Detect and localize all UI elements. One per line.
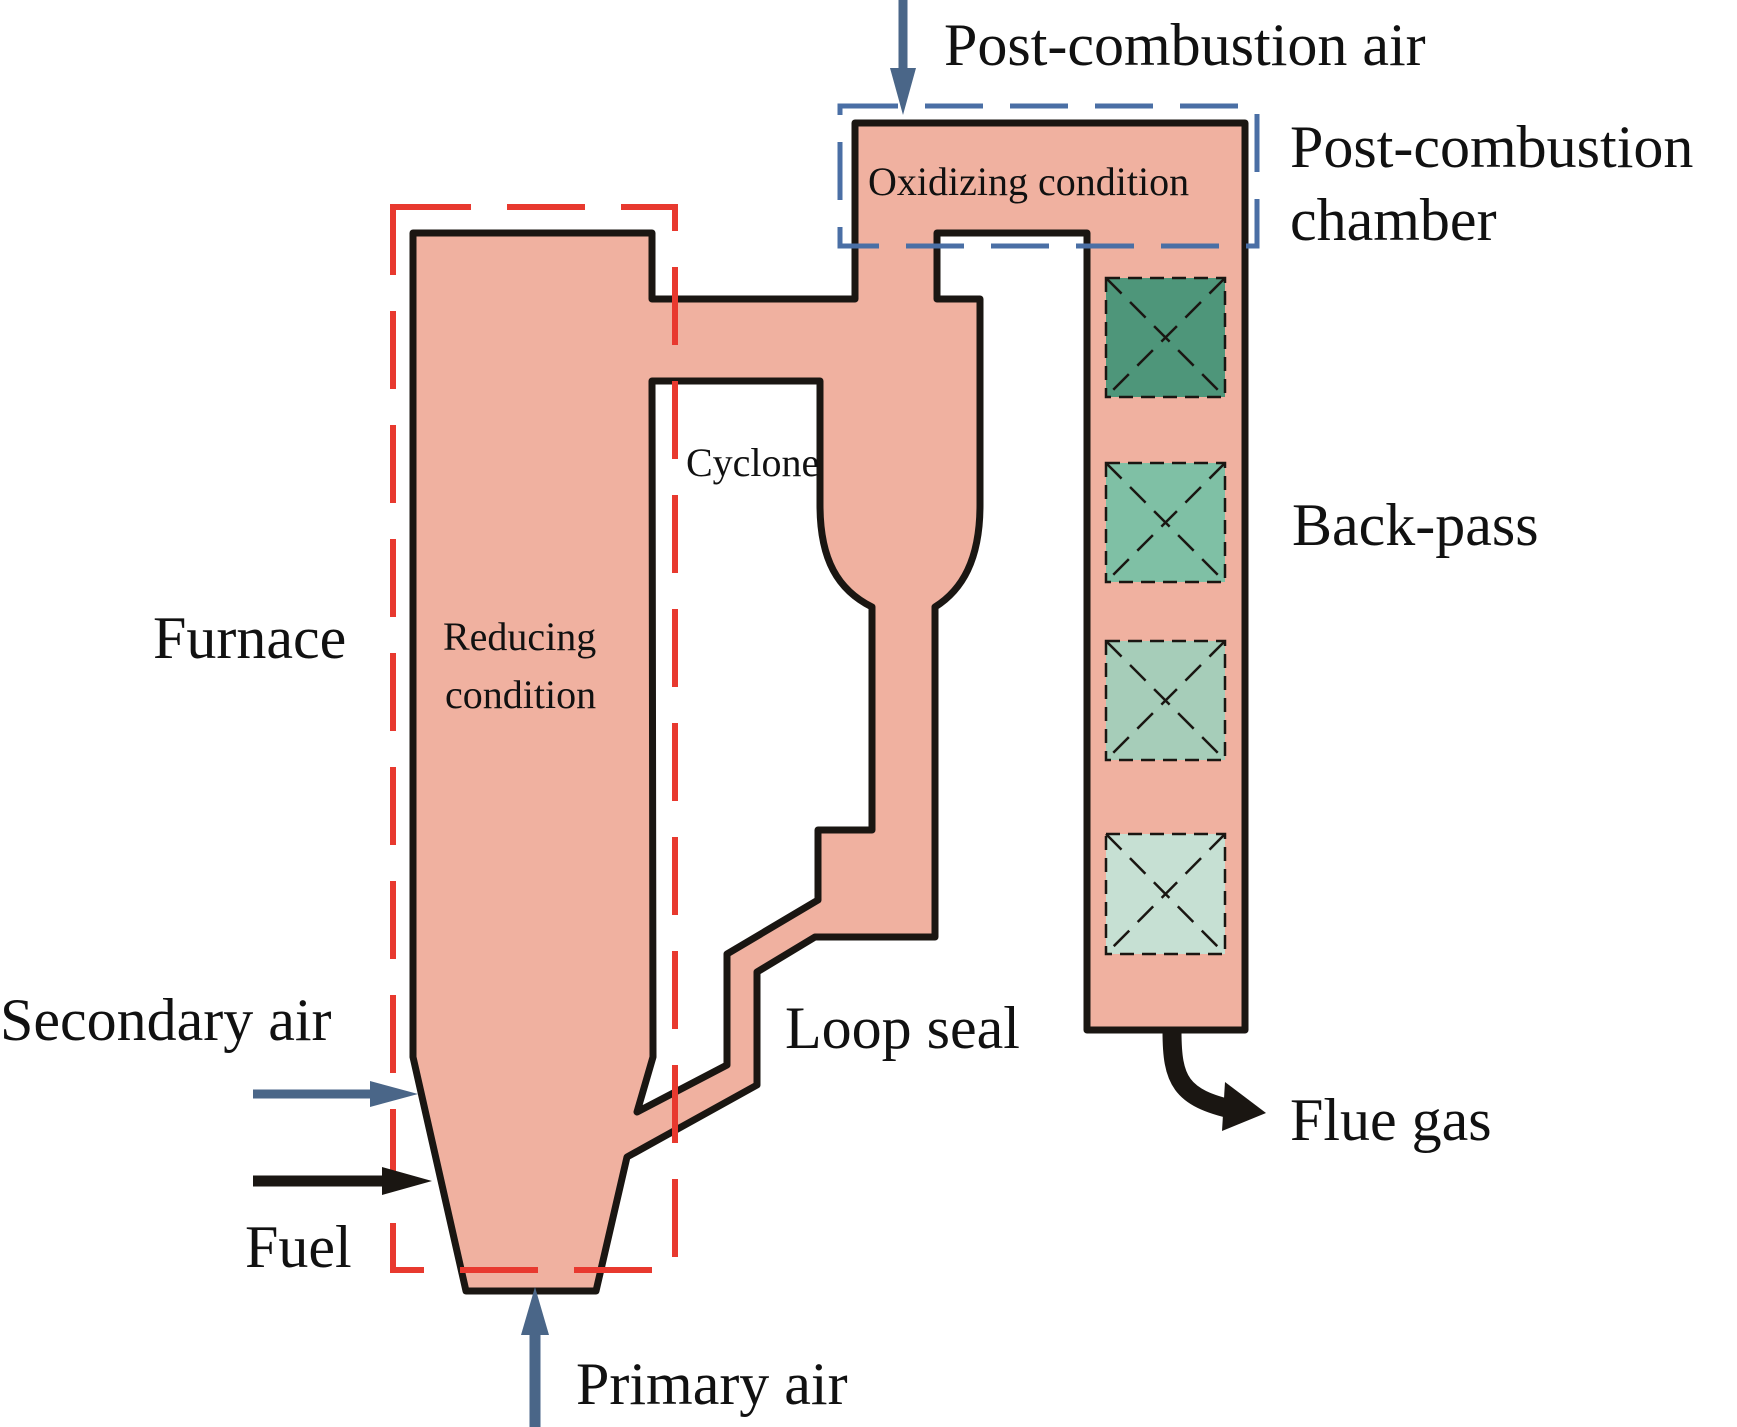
post-combustion-chamber-label-line2: chamber	[1290, 187, 1497, 253]
fuel-arrow	[253, 1167, 432, 1195]
furnace-label: Furnace	[153, 605, 346, 671]
fuel-label: Fuel	[245, 1214, 352, 1280]
post-combustion-zone-boundary	[837, 103, 1260, 249]
primary-air-arrow	[521, 1287, 549, 1427]
post-combustion-air-arrow	[890, 0, 916, 115]
furnace-zone-boundary	[390, 204, 678, 1273]
heat-exchanger-2	[1104, 461, 1227, 584]
reducing-condition-label-line2: condition	[445, 672, 596, 717]
cyclone-gap	[633, 377, 876, 1116]
heat-exchanger-1	[1104, 276, 1227, 399]
oxidizing-condition-label: Oxidizing condition	[868, 159, 1189, 204]
secondary-air-arrow	[253, 1081, 418, 1107]
primary-air-label: Primary air	[576, 1351, 848, 1417]
back-pass-label: Back-pass	[1292, 492, 1539, 558]
flue-gas-label: Flue gas	[1290, 1087, 1492, 1153]
post-combustion-air-label: Post-combustion air	[944, 12, 1426, 78]
loop-seal-label: Loop seal	[785, 995, 1020, 1061]
heat-exchanger-3	[1104, 639, 1227, 762]
cyclone-label: Cyclone	[686, 440, 819, 485]
reducing-condition-label-line1: Reducing	[443, 614, 596, 659]
secondary-air-label: Secondary air	[0, 987, 332, 1053]
post-combustion-chamber-label-line1: Post-combustion	[1290, 114, 1693, 180]
flue-gas-arrow	[1162, 1030, 1266, 1131]
heat-exchanger-4	[1104, 832, 1227, 956]
